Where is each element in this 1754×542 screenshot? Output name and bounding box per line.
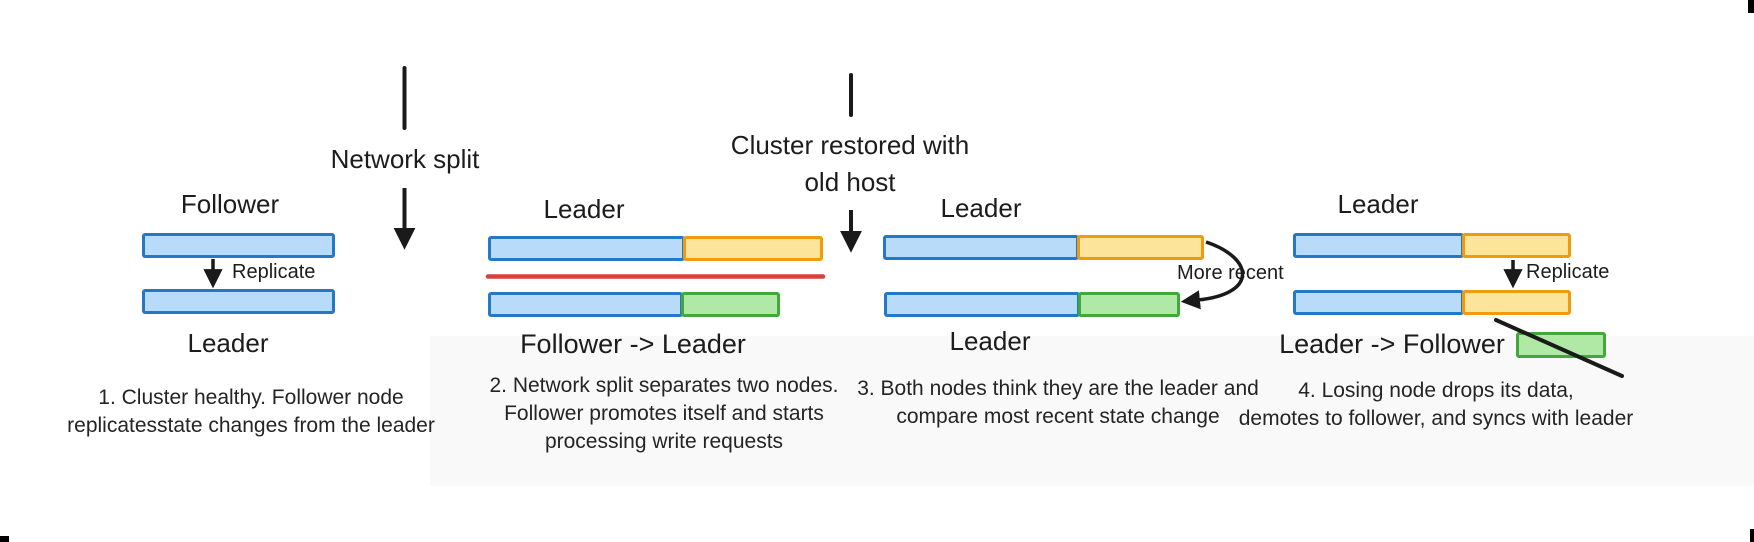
panel3-caption-line2: compare most recent state change <box>896 405 1220 428</box>
panel2-top-bar-yellow-segment <box>683 236 823 261</box>
panel4-top-bar-blue-segment <box>1293 233 1464 258</box>
panel4-bottom-node-bar <box>1293 290 1571 315</box>
panel3-bottom-bar-blue-segment <box>884 292 1080 317</box>
network-split-label: Network split <box>331 141 480 178</box>
panel2-bottom-bar-blue-segment <box>488 292 683 317</box>
panel1-bottom-label: Leader <box>187 328 269 358</box>
panel1-bottom-bar-blue-segment <box>142 289 335 314</box>
network-split-label-text: Network split <box>330 144 480 174</box>
panel4-dropped-data-bar <box>1516 332 1606 358</box>
panel4-caption-line1: 4. Losing node drops its data, <box>1298 379 1574 402</box>
panel1-caption: 1. Cluster healthy. Follower node replic… <box>67 384 435 440</box>
screen-artifact-bottom-right <box>1750 529 1754 542</box>
cluster-restored-label-line2: old host <box>804 167 896 197</box>
panel1-caption-line1: 1. Cluster healthy. Follower node <box>98 386 404 409</box>
panel1-replicate-label: Replicate <box>232 261 316 283</box>
panel1-top-label: Follower <box>180 189 280 219</box>
panel4-top-label: Leader <box>1337 189 1419 219</box>
panel2-bottom-bar-green-segment <box>681 292 780 317</box>
panel4-top-bar-yellow-segment <box>1462 233 1571 258</box>
panel4-bottom-label: Leader -> Follower <box>1279 329 1505 359</box>
panel2-top-node-bar <box>488 236 823 261</box>
screen-artifact-bottom-left <box>0 536 9 542</box>
panel3-more-recent-label: More recent <box>1177 262 1284 284</box>
panel4-dropped-green-segment <box>1516 332 1606 358</box>
panel4-caption: 4. Losing node drops its data, demotes t… <box>1239 377 1634 433</box>
panel2-top-bar-blue-segment <box>488 236 685 261</box>
panel2-top-label: Leader <box>543 194 625 224</box>
panel3-bottom-bar-green-segment <box>1078 292 1180 317</box>
panel1-caption-line2: replicatesstate changes from the leader <box>67 414 435 437</box>
panel2-caption-line1: 2. Network split separates two nodes. <box>489 374 839 397</box>
cluster-restored-label: Cluster restored with old host <box>731 127 969 201</box>
panel4-caption-line2: demotes to follower, and syncs with lead… <box>1238 407 1634 430</box>
panel2-caption-line2: Follower promotes itself and starts <box>504 402 824 425</box>
panel4-top-node-bar <box>1293 233 1571 258</box>
panel3-top-node-bar <box>883 235 1204 260</box>
panel4-bottom-bar-blue-segment <box>1293 290 1464 315</box>
panel4-bottom-bar-yellow-segment <box>1462 290 1571 315</box>
cluster-restored-label-line1: Cluster restored with <box>730 130 970 160</box>
panel2-bottom-node-bar <box>488 292 780 317</box>
panel2-caption: 2. Network split separates two nodes. Fo… <box>489 372 838 456</box>
panel1-top-bar-blue-segment <box>142 233 335 258</box>
panel3-bottom-node-bar <box>884 292 1180 317</box>
panel1-bottom-node-bar <box>142 289 335 314</box>
screen-artifact-top-right <box>1748 0 1754 13</box>
panel4-replicate-label: Replicate <box>1526 261 1610 283</box>
panel3-top-label: Leader <box>940 193 1022 223</box>
panel3-caption-line1: 3. Both nodes think they are the leader … <box>857 377 1259 400</box>
panel1-top-node-bar <box>142 233 335 258</box>
panel2-bottom-label: Follower -> Leader <box>520 329 746 359</box>
panel3-top-bar-blue-segment <box>883 235 1079 260</box>
panel3-top-bar-yellow-segment <box>1077 235 1204 260</box>
panel3-caption: 3. Both nodes think they are the leader … <box>857 375 1259 431</box>
panel2-caption-line3: processing write requests <box>544 430 784 453</box>
panel3-bottom-label: Leader <box>949 326 1031 356</box>
